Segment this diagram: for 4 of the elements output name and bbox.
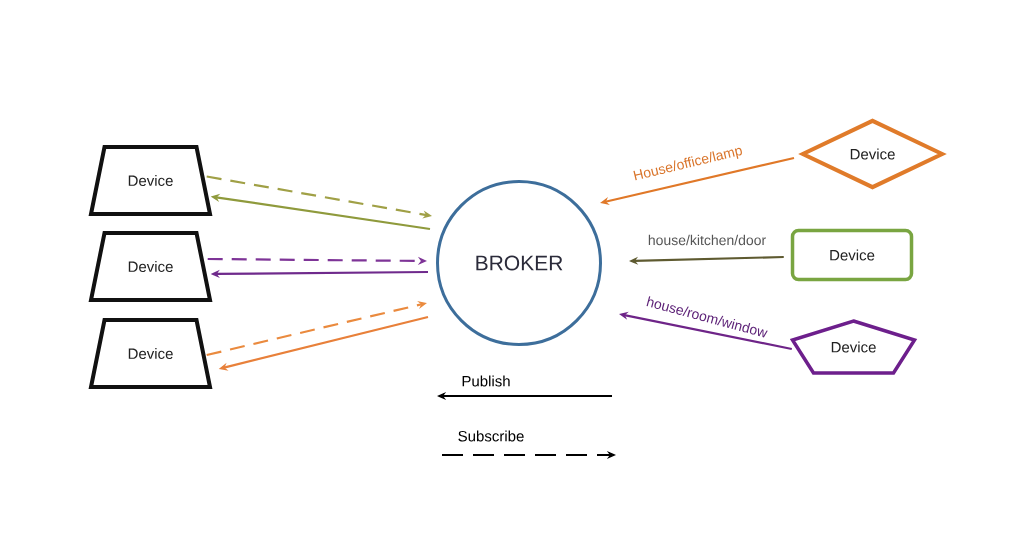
edge-label: house/kitchen/door (646, 233, 768, 247)
rounded-box: Device (790, 228, 914, 282)
legend-label: Subscribe (458, 430, 524, 442)
legend-label: Publish (462, 375, 510, 387)
